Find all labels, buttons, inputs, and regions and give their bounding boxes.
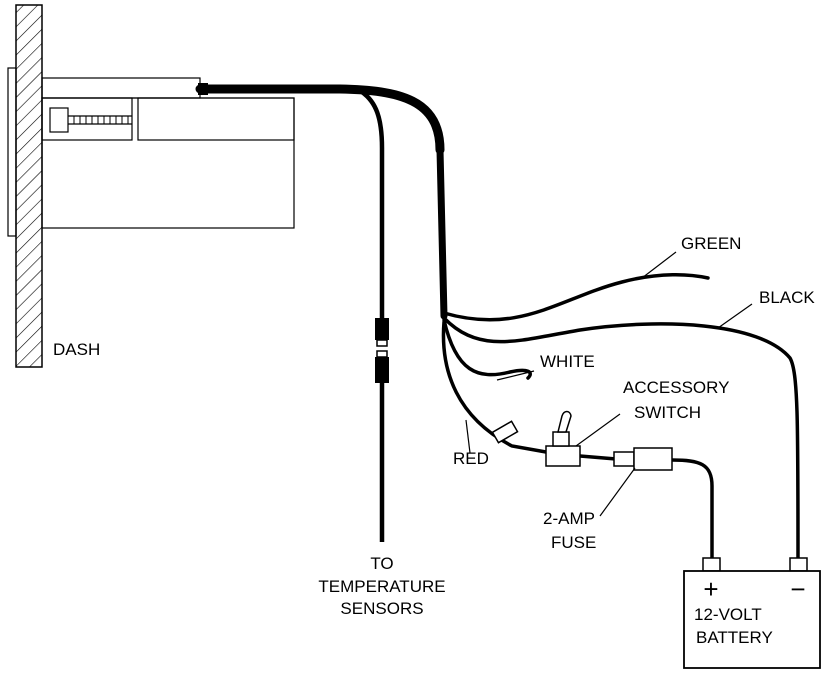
fuse-label-line2: FUSE <box>551 533 596 552</box>
dash-panel <box>7 4 43 368</box>
main-harness <box>195 83 448 320</box>
sensors-label-line3: SENSORS <box>340 599 423 618</box>
switch-fuse-wire <box>578 454 618 461</box>
sensors-label-line2: TEMPERATURE <box>318 577 445 596</box>
gauge-housing <box>41 77 295 229</box>
temperature-sensor-lead <box>360 90 389 542</box>
battery-minus-symbol: − <box>790 574 805 604</box>
white-pointer <box>496 370 535 381</box>
battery <box>683 557 821 669</box>
sensors-label-line1: TO <box>370 554 393 573</box>
red-label: RED <box>453 449 489 468</box>
fuse <box>613 447 673 471</box>
accessory-switch-label-line2: SWITCH <box>634 403 701 422</box>
battery-label-line1: 12-VOLT <box>694 605 762 624</box>
fuse-battery-wire <box>670 458 714 562</box>
red-wire <box>441 320 548 454</box>
battery-label-line2: BATTERY <box>696 628 773 647</box>
white-wire <box>442 318 532 380</box>
accessory-switch <box>545 410 581 467</box>
white-label: WHITE <box>540 352 595 371</box>
fuse-label-line1: 2-AMP <box>543 509 595 528</box>
branch-wires <box>441 273 800 562</box>
dash-label: DASH <box>53 340 100 359</box>
green-wire <box>442 273 710 322</box>
inline-connector <box>491 420 519 444</box>
black-label: BLACK <box>759 288 815 307</box>
leader-lines <box>465 251 753 517</box>
green-label: GREEN <box>681 234 741 253</box>
battery-plus-symbol: + <box>703 574 718 604</box>
accessory-switch-label-line1: ACCESSORY <box>623 378 729 397</box>
